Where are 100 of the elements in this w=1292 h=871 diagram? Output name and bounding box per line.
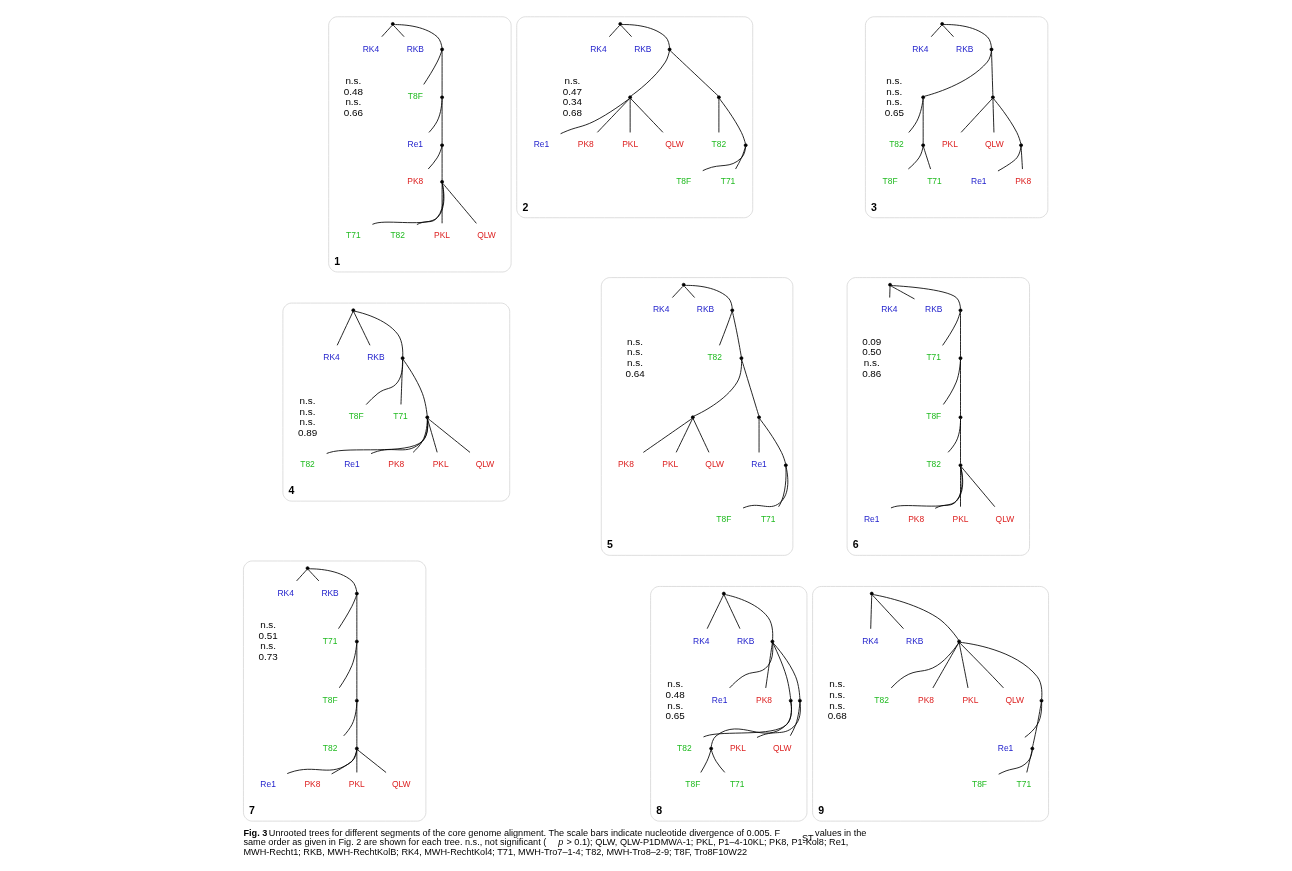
node-text: T82 bbox=[711, 139, 727, 150]
connector bbox=[441, 98, 443, 144]
node-point bbox=[1030, 746, 1035, 751]
node-text: PKL bbox=[662, 459, 679, 470]
connector bbox=[778, 466, 787, 508]
connector bbox=[560, 98, 630, 135]
connector bbox=[427, 418, 438, 453]
node-text: T8F bbox=[676, 176, 692, 186]
connector bbox=[772, 642, 801, 700]
connector bbox=[741, 359, 760, 417]
node-point bbox=[721, 591, 726, 596]
connector bbox=[960, 98, 993, 133]
connector bbox=[620, 25, 633, 38]
node-text: T71 bbox=[346, 230, 361, 241]
node-text: PKL bbox=[348, 779, 365, 790]
connector bbox=[723, 594, 741, 630]
connector bbox=[943, 24, 992, 49]
node-text: RK4 bbox=[590, 43, 607, 54]
node-text: PKL bbox=[962, 694, 979, 705]
node-text: Re1 bbox=[533, 139, 550, 150]
connector bbox=[772, 642, 792, 700]
connector bbox=[732, 311, 742, 357]
connector bbox=[960, 641, 1043, 700]
connector bbox=[356, 702, 358, 748]
connector bbox=[326, 418, 429, 454]
node-text: T71 bbox=[927, 176, 942, 186]
node-text: RKB bbox=[736, 635, 755, 646]
connector bbox=[356, 642, 358, 700]
node-point bbox=[628, 95, 632, 100]
node-point bbox=[1039, 698, 1044, 703]
node-text: Re1 bbox=[997, 742, 1014, 753]
connector bbox=[958, 642, 969, 689]
connector bbox=[891, 285, 961, 309]
connector bbox=[338, 594, 357, 630]
node-text: T82 bbox=[322, 742, 338, 753]
connector bbox=[441, 146, 443, 181]
connector bbox=[718, 98, 720, 133]
connector bbox=[706, 594, 724, 630]
connector bbox=[908, 98, 924, 133]
node-text: RK4 bbox=[862, 635, 879, 646]
node-text: Re1 bbox=[711, 694, 728, 705]
connector bbox=[997, 146, 1022, 172]
node-text: T82 bbox=[889, 139, 904, 150]
node-text: QLW bbox=[477, 230, 496, 241]
connector bbox=[934, 466, 963, 509]
node-point bbox=[1019, 143, 1023, 148]
node-point bbox=[989, 47, 994, 52]
node-text: T8F bbox=[348, 411, 364, 422]
connector bbox=[692, 418, 710, 453]
node-point bbox=[957, 639, 961, 644]
connector bbox=[308, 568, 358, 593]
node-text: T8F bbox=[972, 779, 988, 790]
node-text: RK4 bbox=[881, 304, 898, 315]
node-point bbox=[440, 143, 444, 148]
node-text: PK8 bbox=[1015, 176, 1032, 186]
connector bbox=[735, 146, 746, 170]
connector bbox=[630, 98, 664, 133]
connector bbox=[922, 98, 924, 144]
node-point bbox=[354, 698, 359, 703]
node-point bbox=[743, 143, 748, 148]
node-text: RK4 bbox=[277, 587, 294, 598]
node-point bbox=[757, 415, 761, 420]
node-text: T8F bbox=[407, 91, 423, 102]
node-point bbox=[440, 179, 444, 184]
connector bbox=[442, 182, 477, 224]
connector bbox=[423, 50, 443, 85]
connector bbox=[702, 146, 747, 172]
node-text: RK4 bbox=[323, 352, 340, 363]
connector bbox=[993, 98, 1022, 144]
node-text: T71 bbox=[720, 176, 736, 186]
node-text: RKB bbox=[406, 43, 424, 54]
connector bbox=[923, 146, 931, 170]
node-text: T71 bbox=[926, 352, 942, 363]
connector bbox=[354, 310, 404, 358]
connector bbox=[872, 594, 904, 630]
node-text: RK4 bbox=[362, 43, 380, 54]
connector bbox=[412, 418, 428, 453]
node-text: QLW bbox=[391, 779, 411, 790]
connector bbox=[729, 642, 774, 689]
connector bbox=[427, 146, 443, 170]
connector bbox=[924, 50, 992, 97]
connector bbox=[596, 98, 630, 133]
connector bbox=[441, 183, 443, 224]
connector bbox=[960, 359, 961, 417]
node-text: PK8 bbox=[617, 459, 634, 470]
connector bbox=[872, 594, 959, 641]
connector bbox=[372, 183, 445, 225]
connector bbox=[1026, 749, 1033, 773]
node-text: RK4 bbox=[693, 635, 710, 646]
connector bbox=[393, 25, 405, 38]
node-text: Re1 bbox=[751, 459, 767, 470]
node-text: PK8 bbox=[918, 694, 934, 705]
connector bbox=[336, 311, 354, 346]
connector bbox=[992, 98, 995, 133]
node-text: T8F bbox=[685, 779, 701, 790]
node-point bbox=[958, 463, 963, 468]
node-point bbox=[390, 22, 395, 26]
connector bbox=[960, 466, 996, 508]
node-point bbox=[400, 356, 405, 360]
connector bbox=[960, 466, 961, 508]
